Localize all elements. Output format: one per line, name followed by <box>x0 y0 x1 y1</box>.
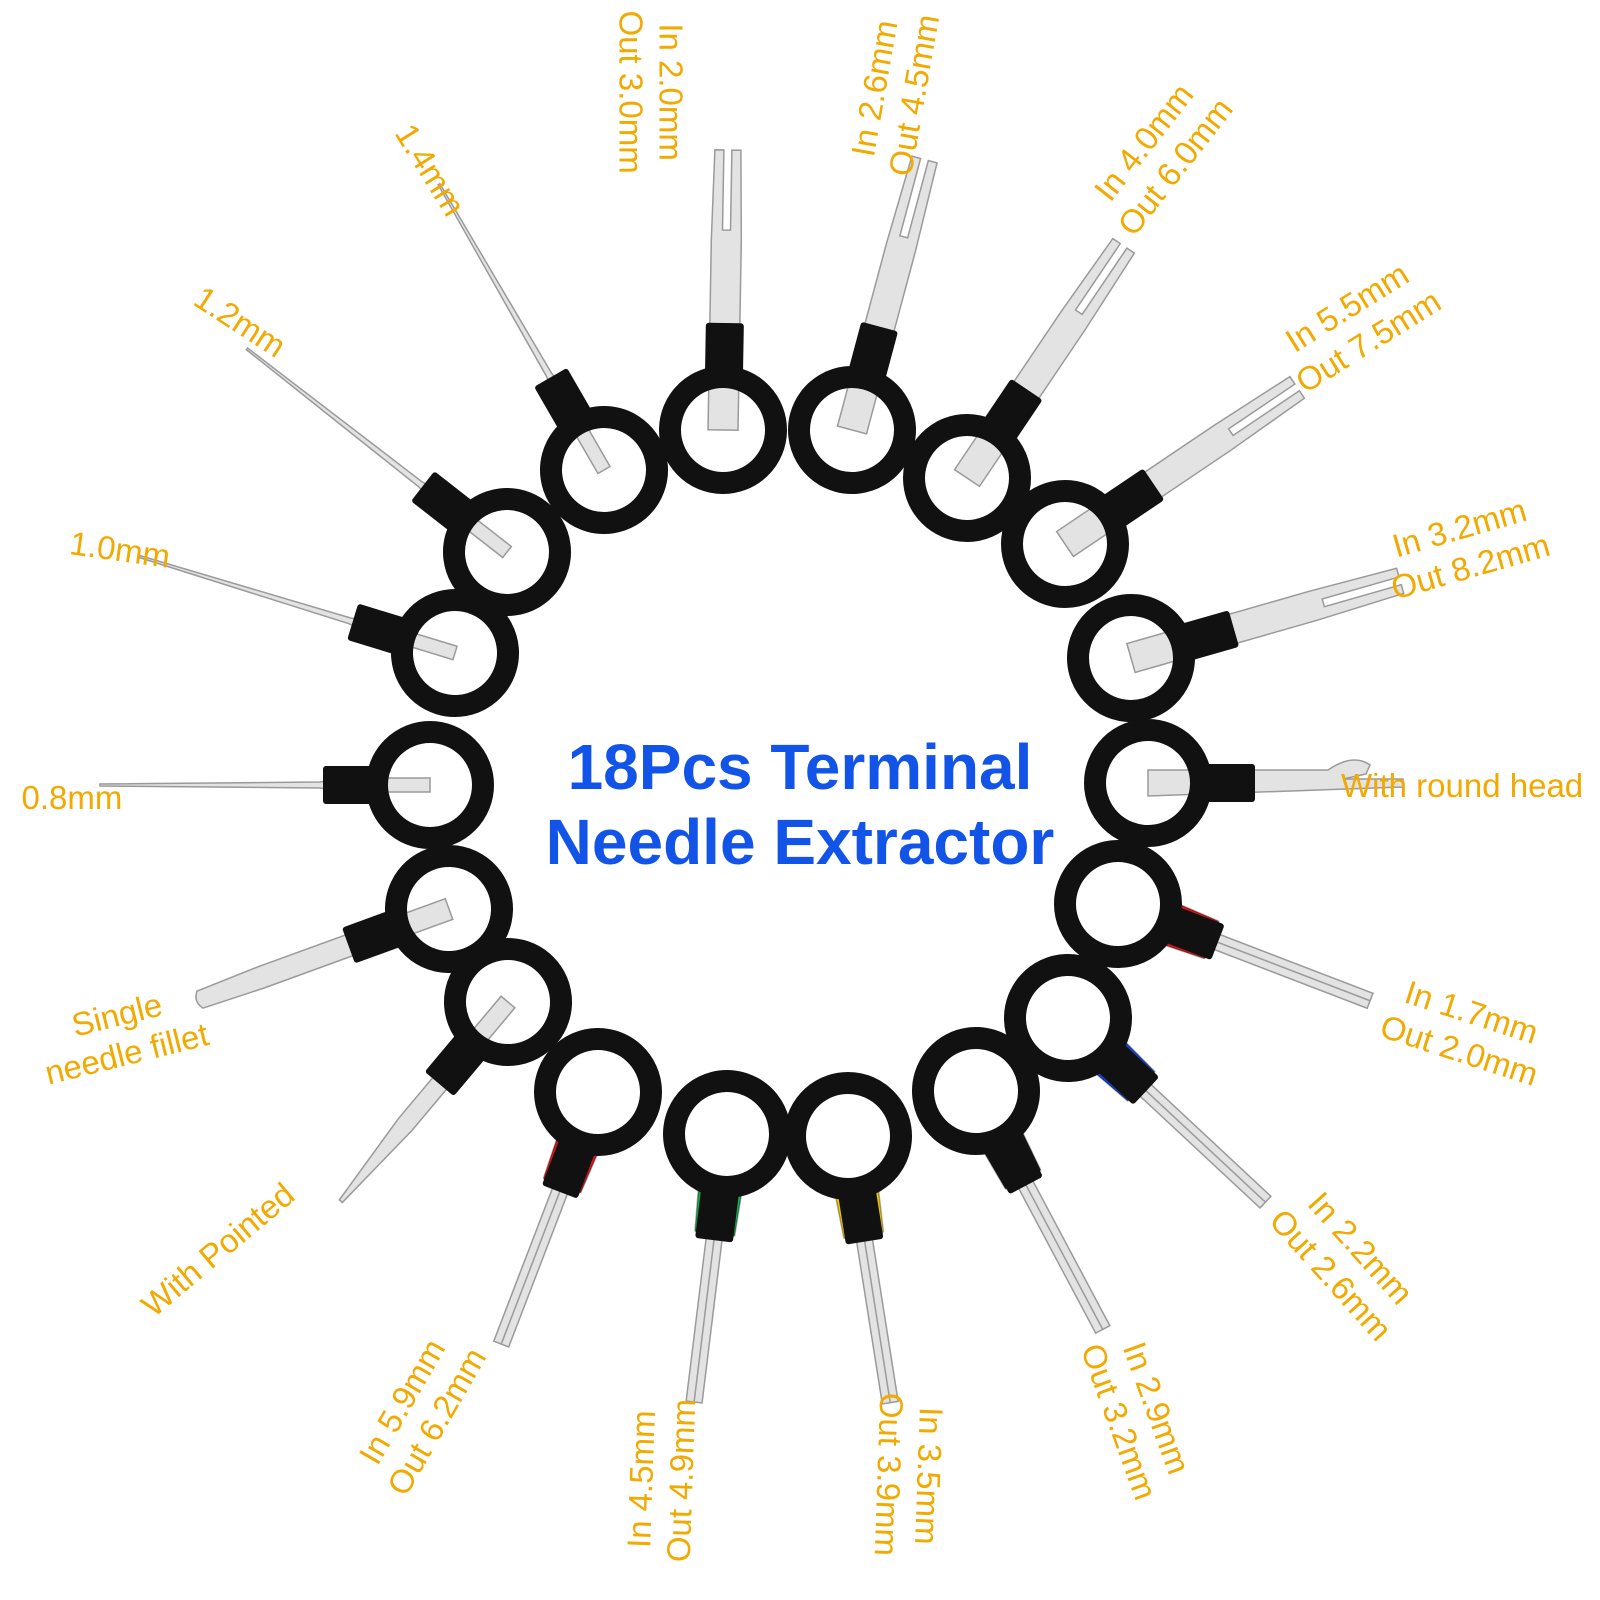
extractor-tool-t01 <box>99 721 494 849</box>
size-label-line: Out 4.9mm <box>659 1398 703 1563</box>
size-label-t10: With round head <box>1341 766 1583 806</box>
extractor-tool-t04 <box>437 182 668 534</box>
extractor-tool-t11 <box>1054 840 1374 1010</box>
extractor-tool-t15 <box>663 1070 791 1404</box>
size-label-t01: 0.8mm <box>22 778 123 818</box>
extractor-tool-t18 <box>195 845 513 1009</box>
extractor-tool-t07 <box>903 237 1136 542</box>
extractor-tool-t06 <box>788 155 938 494</box>
extractor-tool-t13 <box>912 1027 1111 1335</box>
extractor-tool-t08 <box>1001 375 1306 608</box>
size-label-line: Out 3.9mm <box>867 1392 911 1557</box>
extractor-tool-t10 <box>1084 719 1404 847</box>
extractor-tool-t16 <box>492 1028 662 1348</box>
extractor-tool-t12 <box>1004 954 1272 1210</box>
extractor-tool-t05 <box>659 149 787 494</box>
title-line-1: 18Pcs Terminal <box>567 731 1033 803</box>
extractor-tool-t09 <box>1067 567 1405 722</box>
size-label-line: In 2.0mm <box>652 23 690 161</box>
title-line-2: Needle Extractor <box>545 806 1055 878</box>
size-label-line: 0.8mm <box>21 779 123 816</box>
size-label-line: With round head <box>1341 767 1584 804</box>
size-label-line: In 3.5mm <box>908 1406 950 1546</box>
size-label-line: In 4.5mm <box>620 1409 662 1549</box>
extractor-tool-t14 <box>784 1072 912 1405</box>
size-label-line: Out 3.0mm <box>612 10 650 174</box>
extractor-tool-t03 <box>245 346 571 616</box>
